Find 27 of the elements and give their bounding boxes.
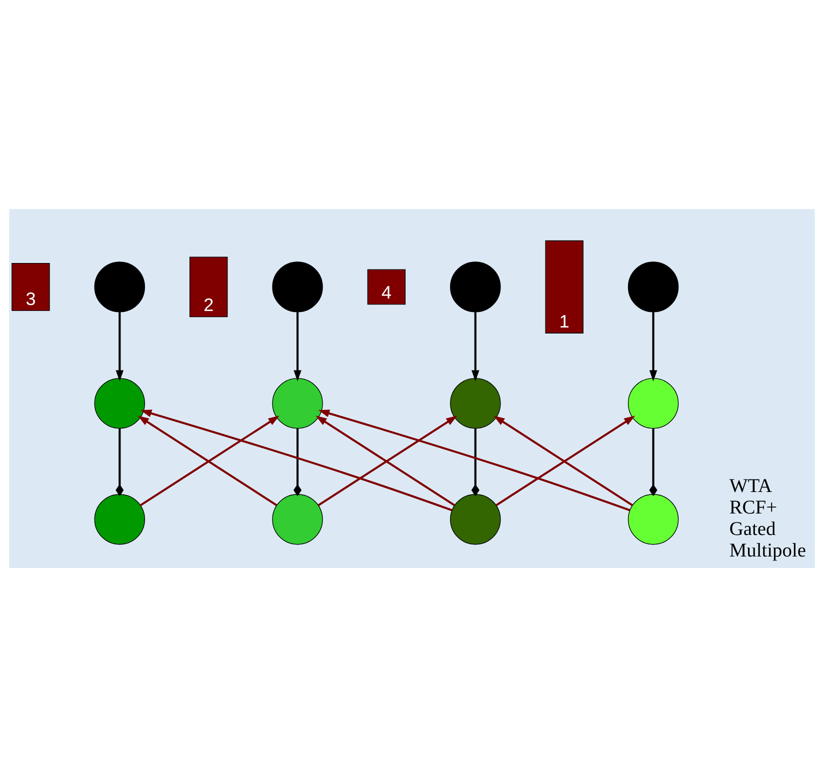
- node-circle: [450, 378, 500, 429]
- connector: [470, 428, 479, 496]
- arrow: [115, 312, 124, 382]
- node-circle: [272, 494, 322, 545]
- node-box: 1: [544, 240, 583, 334]
- label: WTA RCF+ Gated Multipole: [728, 476, 806, 562]
- node-box: 4: [366, 269, 406, 305]
- node-circle: [94, 378, 145, 429]
- node-circle: [94, 262, 145, 312]
- arrow: [140, 410, 452, 512]
- connector: [293, 428, 302, 496]
- connector: [648, 428, 657, 496]
- node-circle: [450, 494, 500, 545]
- node-circle: [627, 494, 678, 545]
- node-circle: [450, 262, 500, 312]
- node-circle: [627, 262, 678, 312]
- node-circle: [272, 378, 322, 429]
- node-circle: [627, 378, 678, 429]
- connector: [115, 428, 124, 496]
- arrow: [648, 312, 657, 382]
- node-circle: [272, 262, 322, 312]
- node-box: 2: [188, 256, 228, 318]
- arrow: [318, 410, 630, 512]
- arrow: [471, 312, 479, 382]
- node-circle: [94, 494, 145, 545]
- arrow: [293, 312, 301, 382]
- node-box: 3: [11, 262, 50, 311]
